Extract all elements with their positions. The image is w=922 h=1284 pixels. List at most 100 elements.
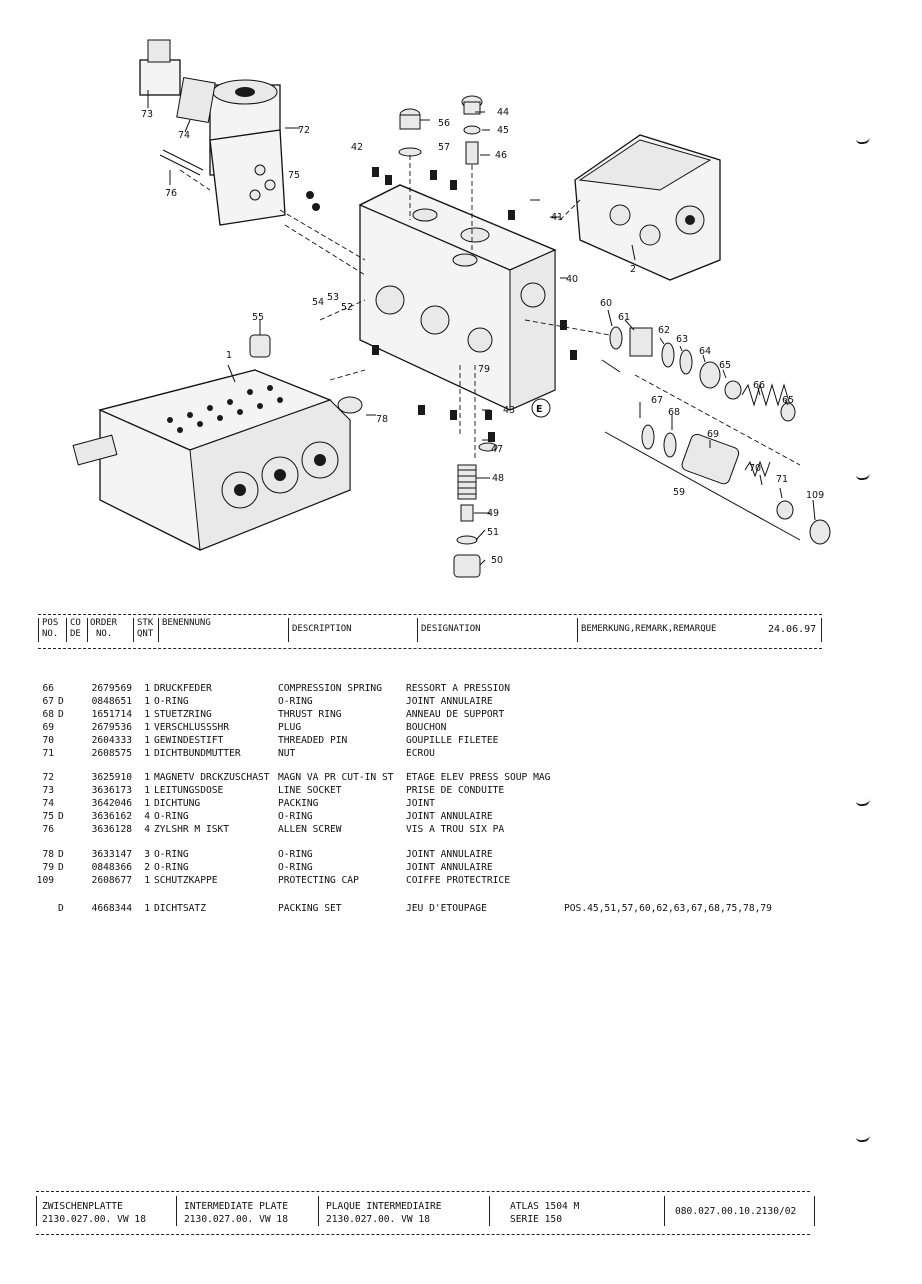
callout-66: 66: [753, 380, 765, 391]
callout-53: 53: [327, 292, 339, 303]
footer-german-code: 2130.027.00. VW 18: [42, 1214, 146, 1225]
footer-divider: [176, 1196, 177, 1226]
callout-68: 68: [668, 407, 680, 418]
callout-42: 42: [351, 142, 363, 153]
callout-40: 40: [566, 274, 578, 285]
callout-41: 41: [551, 212, 563, 223]
callout-59: 59: [673, 487, 685, 498]
header-remark: BEMERKUNG,REMARK,REMARQUE: [581, 624, 717, 634]
footer-top-rule: [36, 1191, 810, 1192]
header-date: 24.06.97: [768, 624, 817, 635]
footer-french-code: 2130.027.00. VW 18: [326, 1214, 430, 1225]
control-valve-block-drawing: [72, 369, 351, 551]
footer-series: SERIE 150: [510, 1214, 562, 1225]
footer-bottom-rule: [36, 1234, 810, 1235]
footer-english-title: INTERMEDIATE PLATE: [184, 1201, 288, 1212]
header-divider: [158, 618, 159, 642]
footer-divider: [664, 1196, 665, 1226]
footer-document-number: 080.027.00.10.2130/02: [675, 1206, 797, 1217]
header-divider: [417, 618, 418, 642]
callout-64: 64: [699, 346, 711, 357]
callout-60: 60: [600, 298, 612, 309]
callout-73: 73: [141, 109, 153, 120]
callout-E: E: [536, 404, 543, 415]
callout-79: 79: [478, 364, 490, 375]
callout-74: 74: [178, 130, 190, 141]
callout-70: 70: [749, 463, 761, 474]
footer-divider: [489, 1196, 490, 1226]
callout-51: 51: [487, 527, 499, 538]
footer-english-code: 2130.027.00. VW 18: [184, 1214, 288, 1225]
valve-section-drawing: [574, 134, 721, 281]
callout-71: 71: [776, 474, 788, 485]
callout-2: 2: [630, 264, 636, 275]
callout-54: 54: [312, 297, 324, 308]
callout-57: 57: [438, 142, 450, 153]
callout-75: 75: [288, 170, 300, 181]
solenoid-valve-drawing: [209, 79, 286, 226]
callout-46: 46: [495, 150, 507, 161]
header-divider: [821, 618, 822, 642]
callout-48: 48: [492, 473, 504, 484]
binder-mark: [855, 1135, 871, 1143]
callout-47: 47: [491, 444, 503, 455]
intermediate-plate-drawing: [358, 184, 557, 411]
callout-43: 43: [503, 405, 515, 416]
callout-44: 44: [497, 107, 509, 118]
callout-67: 67: [651, 395, 663, 406]
callout-52: 52: [341, 302, 353, 313]
callout-72: 72: [298, 125, 310, 136]
section-e-marker: [531, 398, 551, 418]
header-top-rule: [38, 614, 822, 615]
header-divider: [133, 618, 134, 642]
exploded-view-diagram: 1 2 40 41 42 43 44 45 46 47 48 49 50 51 …: [72, 39, 831, 578]
footer-divider: [814, 1196, 815, 1226]
header-divider: [38, 618, 39, 642]
footer-model: ATLAS 1504 M: [510, 1201, 580, 1212]
footer-french-title: PLAQUE INTERMEDIAIRE: [326, 1201, 442, 1212]
header-designation: DESIGNATION: [421, 624, 481, 634]
plug-stack-drawing: [398, 95, 498, 578]
callout-76: 76: [165, 188, 177, 199]
callout-1: 1: [226, 350, 232, 361]
footer-divider: [36, 1196, 37, 1226]
header-divider: [87, 618, 88, 642]
header-description: DESCRIPTION: [292, 624, 352, 634]
callout-55: 55: [252, 312, 264, 323]
callout-56: 56: [438, 118, 450, 129]
footer-divider: [318, 1196, 319, 1226]
footer-german-title: ZWISCHENPLATTE: [42, 1201, 123, 1212]
callout-78: 78: [376, 414, 388, 425]
binder-mark: [855, 799, 871, 807]
callout-65: 65: [719, 360, 731, 371]
header-divider: [288, 618, 289, 642]
callout-62: 62: [658, 325, 670, 336]
header-benennung: BENENNUNG: [162, 618, 211, 628]
callout-109: 109: [806, 490, 824, 501]
callout-45: 45: [497, 125, 509, 136]
callout-50: 50: [491, 555, 503, 566]
callout-49: 49: [487, 508, 499, 519]
relief-cartridge-parts-drawing: [604, 326, 831, 545]
callout-61: 61: [618, 312, 630, 323]
callout-labels: 1 2 40 41 42 43 44 45 46 47 48 49 50 51 …: [141, 107, 824, 566]
